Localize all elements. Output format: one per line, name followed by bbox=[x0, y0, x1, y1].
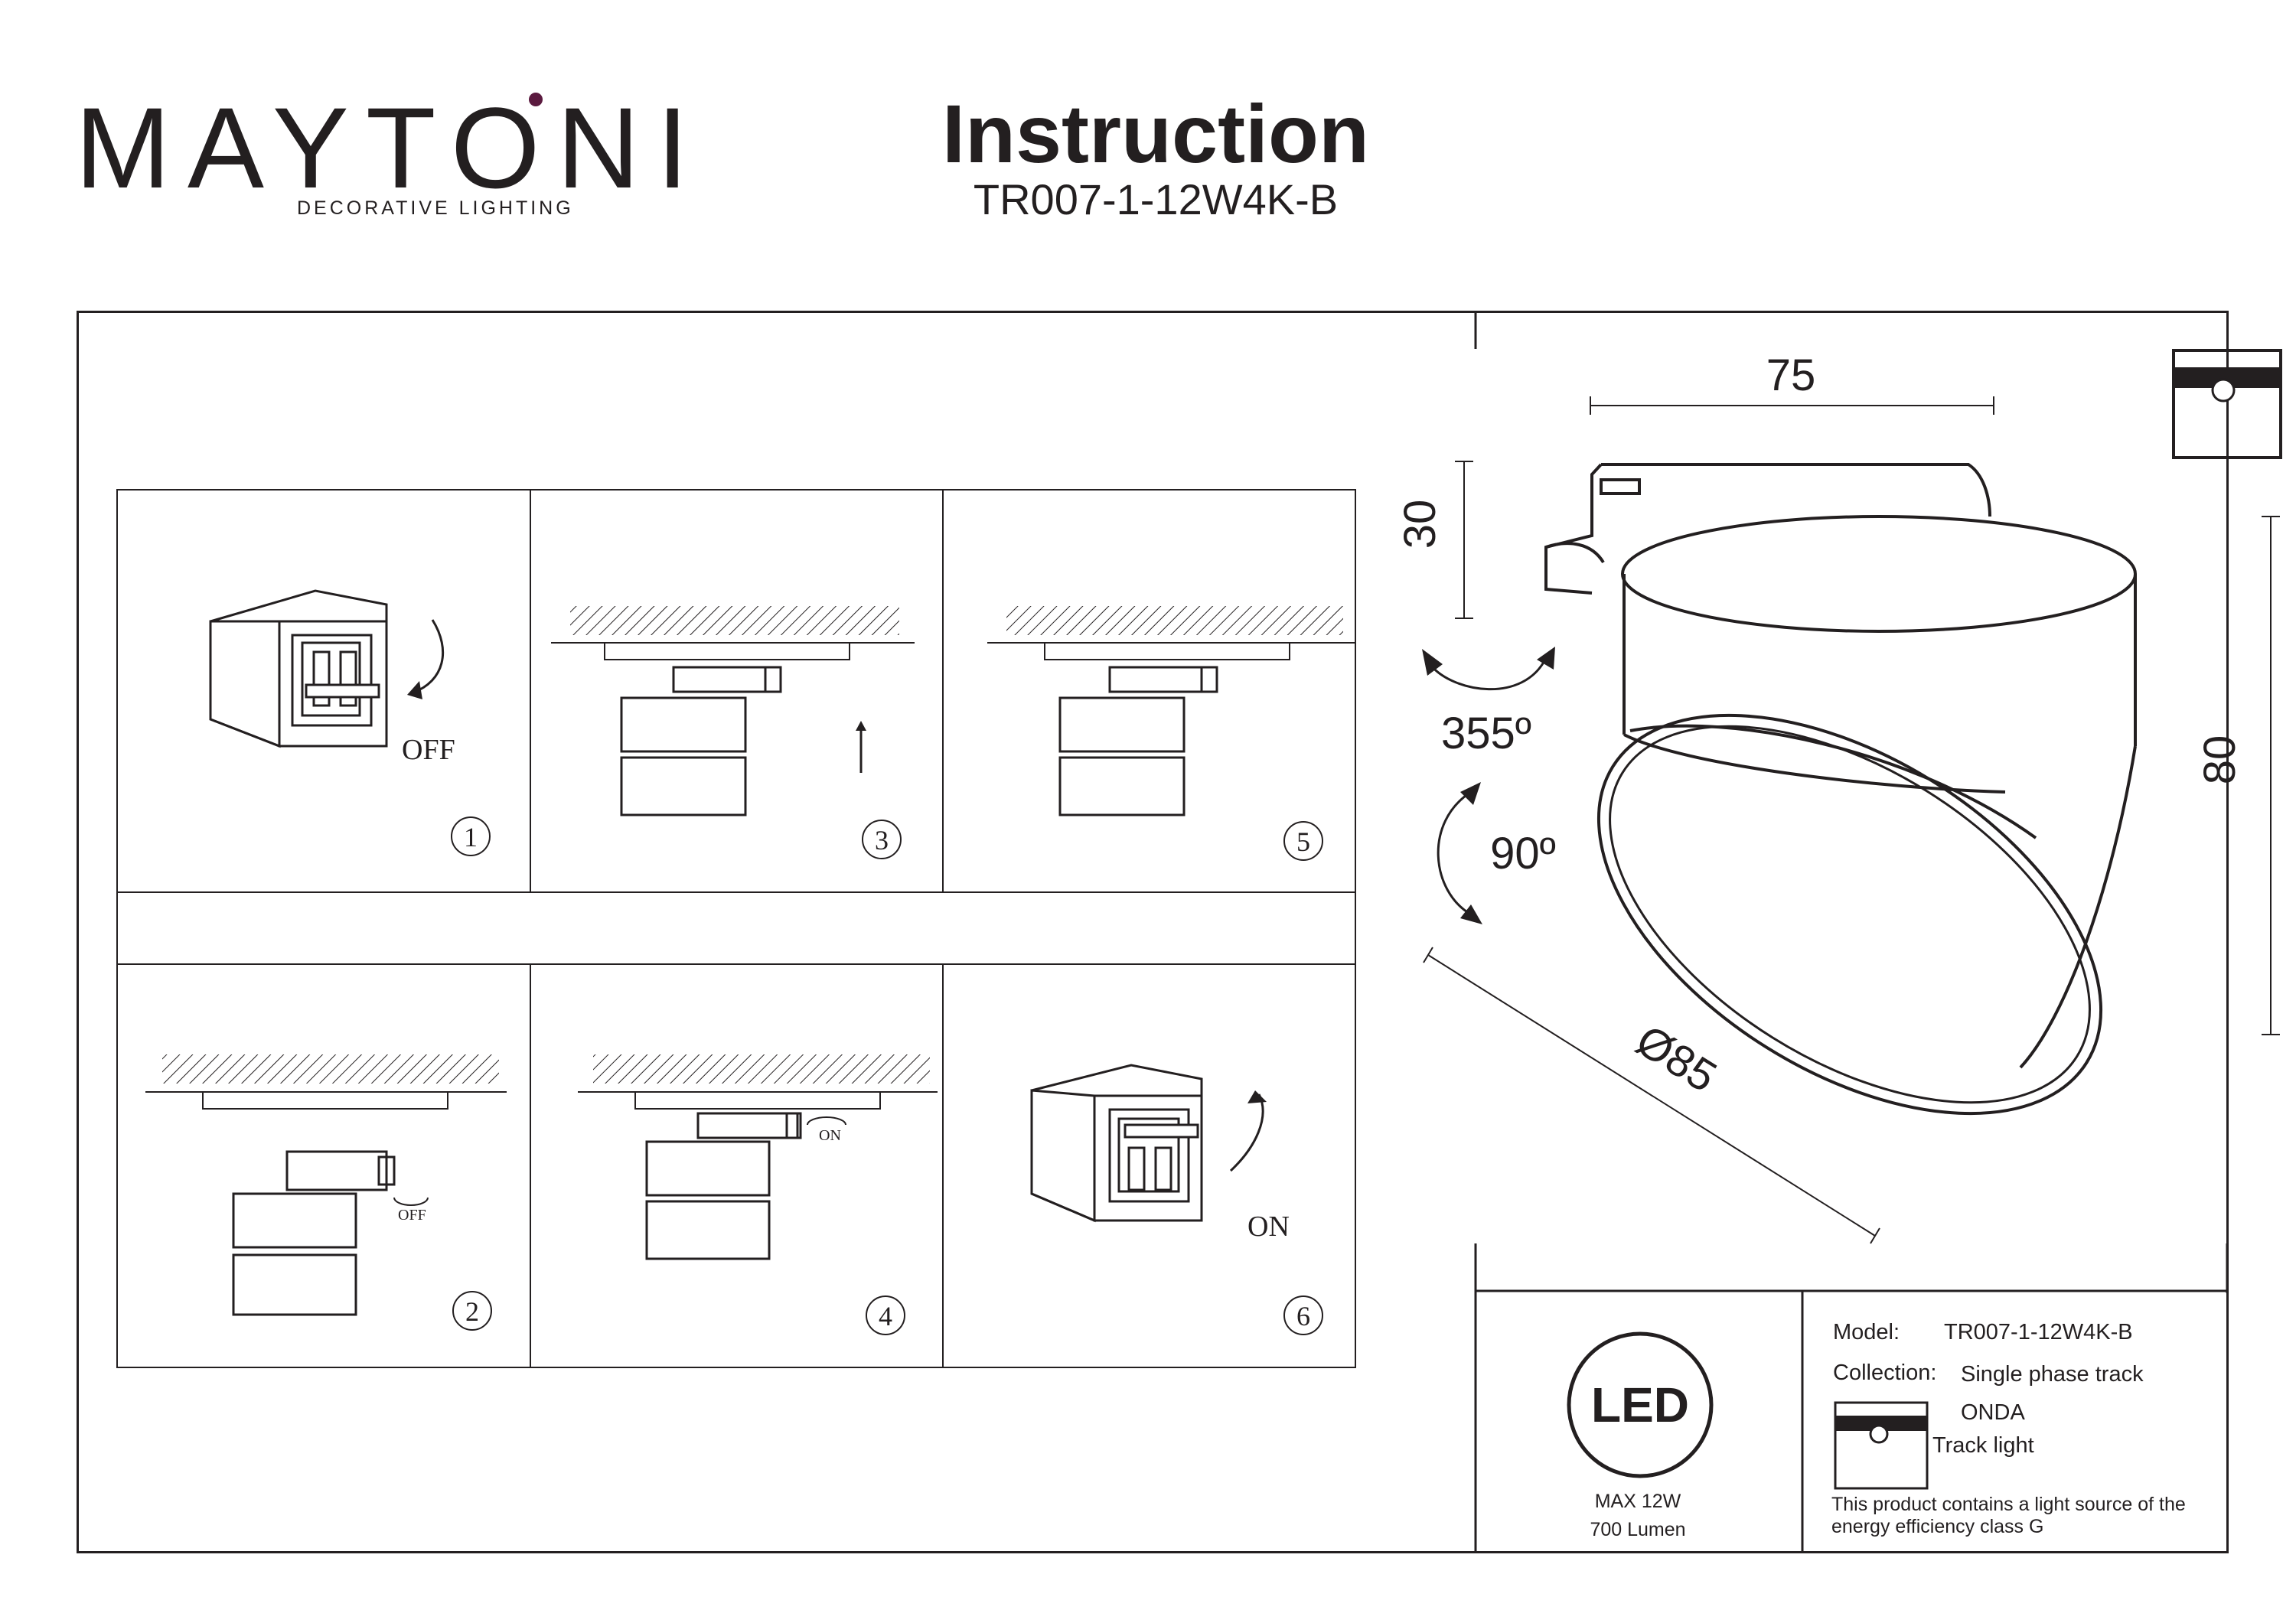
step-number-1: 1 bbox=[464, 822, 478, 852]
rotation-arrow-icon bbox=[1537, 647, 1555, 670]
step-4-drawing bbox=[578, 1054, 938, 1260]
step-5-drawing bbox=[987, 606, 1355, 816]
step-number-5: 5 bbox=[1296, 826, 1310, 857]
spec-collection-name: ONDA bbox=[1961, 1400, 2025, 1425]
instruction-frame bbox=[77, 311, 2229, 1553]
track-light-small-icon bbox=[1834, 1401, 1929, 1490]
spec-collection-value: Single phase track bbox=[1961, 1362, 2144, 1387]
led-lumen: 700 Lumen bbox=[1590, 1519, 1686, 1540]
product-drawing bbox=[1544, 463, 2137, 1116]
led-power: MAX 12W bbox=[1594, 1491, 1681, 1512]
step-1-breaker bbox=[209, 589, 445, 748]
step-number-3: 3 bbox=[875, 825, 889, 855]
step-number-6: 6 bbox=[1296, 1301, 1310, 1331]
spec-type: Track light bbox=[1932, 1433, 2034, 1458]
rotation-vertical: 90º bbox=[1490, 829, 1556, 878]
spec-model-label: Model: bbox=[1833, 1320, 1900, 1344]
step-2-drawing bbox=[145, 1054, 507, 1316]
energy-note: This product contains a light source of … bbox=[1831, 1494, 2186, 1537]
logo-accent-dot bbox=[529, 93, 543, 106]
rotation-arrow-icon bbox=[1422, 649, 1443, 676]
step-6-label: ON bbox=[1247, 1211, 1290, 1243]
spec-model-value: TR007-1-12W4K-B bbox=[1944, 1320, 2133, 1344]
tilt-arrow-icon bbox=[1460, 782, 1481, 805]
led-badge bbox=[1567, 1331, 1714, 1478]
step-2-label: OFF bbox=[398, 1207, 426, 1224]
brand-tagline: DECORATIVE LIGHTING bbox=[297, 197, 574, 219]
step-4-label: ON bbox=[819, 1127, 841, 1144]
step-6-breaker bbox=[1030, 1064, 1267, 1223]
steps-grid bbox=[116, 489, 1356, 1368]
dimension-width: 75 bbox=[1766, 350, 1816, 400]
led-badge-label: LED bbox=[1591, 1377, 1689, 1432]
page-title: Instruction bbox=[942, 87, 1369, 180]
rotation-horizontal: 355º bbox=[1441, 709, 1531, 758]
tilt-arrow-icon bbox=[1460, 904, 1482, 924]
model-code: TR007-1-12W4K-B bbox=[973, 175, 1339, 223]
dimension-height-total: 80 bbox=[2195, 735, 2245, 785]
spec-collection-label: Collection: bbox=[1833, 1361, 1937, 1385]
brand-name: MAYTONI bbox=[75, 83, 706, 212]
dimension-height-top: 30 bbox=[1395, 500, 1445, 549]
step-number-4: 4 bbox=[879, 1301, 892, 1331]
brand-logo: MAYTONI bbox=[75, 90, 706, 205]
step-number-2: 2 bbox=[465, 1296, 479, 1327]
step-1-label: OFF bbox=[402, 734, 455, 766]
track-light-icon bbox=[2172, 349, 2282, 459]
dimension-lines bbox=[1423, 396, 2280, 1244]
step-3-drawing bbox=[551, 606, 915, 816]
